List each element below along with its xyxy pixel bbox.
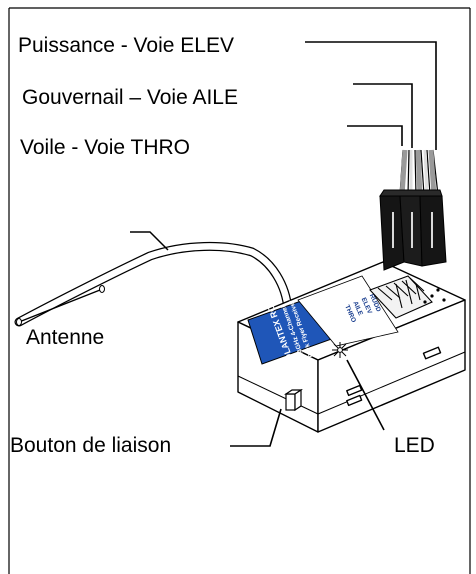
elev-leader: [305, 41, 437, 150]
bind-button: [284, 388, 303, 412]
pin-header: [369, 275, 433, 319]
label-aile-channel: Gouvernail – Voie AILE: [22, 86, 238, 109]
label-antenna: Antenne: [26, 326, 104, 349]
antenna-wire: [14, 241, 293, 330]
thro-leader: [347, 125, 403, 146]
led-leader: [346, 359, 385, 431]
led-indicator: [332, 342, 348, 358]
frame: [8, 7, 471, 574]
pin-markers: [423, 288, 446, 304]
label-led: LED: [394, 434, 435, 457]
label-elev-channel: Puissance - Voie ELEV: [18, 34, 234, 57]
aile-leader: [353, 83, 413, 148]
label-bind-button: Bouton de liaison: [10, 434, 171, 457]
servo-connectors: [379, 149, 447, 271]
label-thro-channel: Voile - Voie THRO: [20, 136, 190, 159]
antenna-leader: [130, 231, 169, 251]
bind-leader: [230, 408, 282, 447]
